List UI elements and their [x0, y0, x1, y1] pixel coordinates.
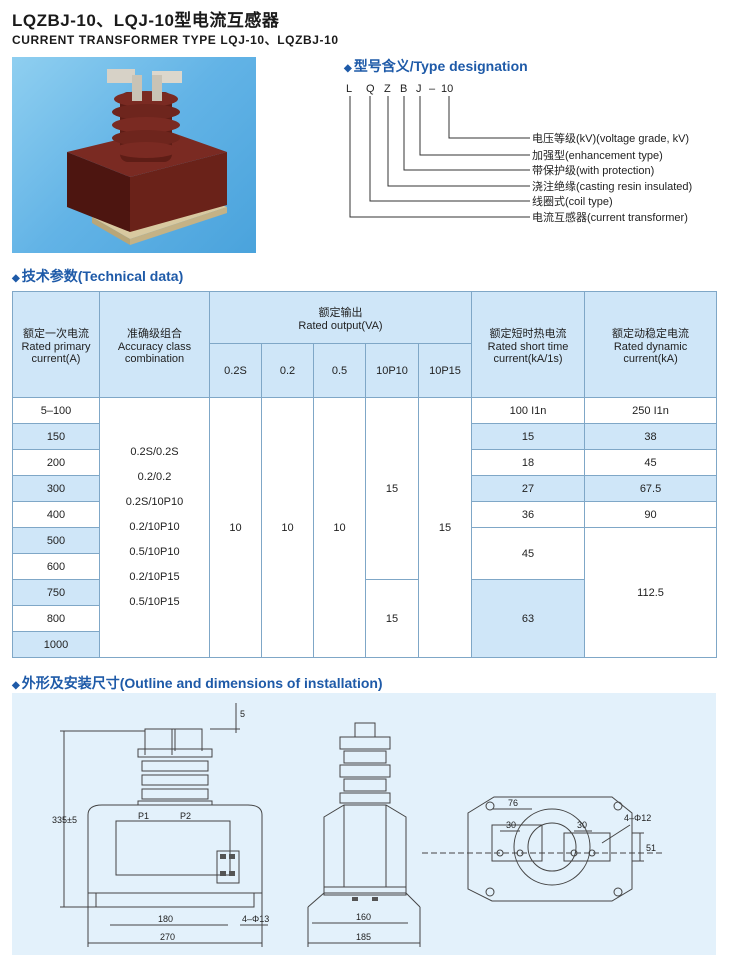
- dim-51: 51: [646, 843, 656, 853]
- dynamic-value: 38: [584, 423, 718, 450]
- thermal-value: 100 I1n: [471, 397, 586, 424]
- dim-185: 185: [356, 932, 371, 942]
- outline-heading: ◆外形及安装尺寸(Outline and dimensions of insta…: [12, 675, 383, 691]
- table-row-current: 750: [12, 579, 100, 606]
- designation-enhancement: 加强型(enhancement type): [532, 148, 663, 162]
- thermal-value: 15: [471, 423, 586, 450]
- dimension-drawing-svg: 5 335±5 P1 P2 180 270 4–Φ13 160 185 76 3…: [52, 703, 662, 947]
- technical-data-heading: ◆技术参数(Technical data): [12, 268, 184, 284]
- designation-code: L Q Z B J – 10: [346, 83, 453, 95]
- dynamic-value: 45: [584, 449, 718, 476]
- designation-diagram: L Q Z B J – 10 电压等级(kV)(voltage grade, k…: [346, 83, 692, 224]
- output-0-5-value: 10: [313, 397, 366, 658]
- outline-drawing: 5 335±5 P1 P2 180 270 4–Φ13 160 185 76 3…: [12, 693, 716, 955]
- header-output-10p10: 10P10: [365, 343, 419, 398]
- code-letter-z: Z: [384, 83, 391, 95]
- side-view: [307, 722, 421, 947]
- thermal-value: 63: [471, 579, 586, 658]
- plan-view: [467, 796, 644, 902]
- thermal-value: 18: [471, 449, 586, 476]
- table-row-current: 600: [12, 553, 100, 580]
- diamond-bullet-icon: ◆: [344, 63, 352, 74]
- output-10p10-value-a: 15: [365, 397, 419, 580]
- thermal-value: 27: [471, 475, 586, 502]
- table-row-current: 150: [12, 423, 100, 450]
- code-letter-b: B: [400, 83, 407, 95]
- code-letter-j: J: [416, 83, 422, 95]
- label-p1: P1: [138, 811, 149, 821]
- table-row-current: 200: [12, 449, 100, 476]
- designation-leader-lines: [349, 96, 530, 218]
- table-row-current: 500: [12, 527, 100, 554]
- label-p2: P2: [180, 811, 191, 821]
- thermal-value: 45: [471, 527, 586, 580]
- designation-protection: 带保护级(with protection): [532, 163, 654, 177]
- diamond-bullet-icon: ◆: [12, 273, 20, 284]
- thermal-value: 36: [471, 501, 586, 528]
- table-row-current: 5–100: [12, 397, 100, 424]
- dim-160: 160: [356, 912, 371, 922]
- page-subtitle: CURRENT TRANSFORMER TYPE LQJ-10、LQZBJ-10: [12, 33, 339, 47]
- header-output-0-5: 0.5: [313, 343, 366, 398]
- terminal-blocks: [220, 854, 378, 901]
- output-0-2s-value: 10: [209, 397, 262, 658]
- dim-top: 5: [240, 709, 245, 719]
- type-designation-heading: ◆型号含义/Type designation: [344, 58, 528, 74]
- page-title: LQZBJ-10、LQJ-10型电流互感器: [12, 11, 280, 30]
- dim-270: 270: [160, 932, 175, 942]
- code-letter-l: L: [346, 83, 352, 95]
- header-output-0-2s: 0.2S: [209, 343, 262, 398]
- designation-casting: 浇注绝缘(casting resin insulated): [532, 179, 692, 193]
- dynamic-value: 250 I1n: [584, 397, 718, 424]
- front-view: [60, 703, 268, 947]
- dynamic-value: 90: [584, 501, 718, 528]
- output-10p10-value-b: 15: [365, 579, 419, 658]
- table-row-current: 400: [12, 501, 100, 528]
- output-0-2-value: 10: [261, 397, 314, 658]
- dim-holes-13: 4–Φ13: [242, 914, 269, 924]
- header-output-0-2: 0.2: [261, 343, 314, 398]
- designation-voltage: 电压等级(kV)(voltage grade, kV): [532, 131, 689, 145]
- dim-180: 180: [158, 914, 173, 924]
- designation-ct: 电流互感器(current transformer): [532, 210, 688, 224]
- dim-30-right: 30: [577, 820, 587, 830]
- code-dash: –: [429, 83, 436, 95]
- dim-holes-12: 4–Φ12: [624, 813, 651, 823]
- product-photo: [12, 57, 256, 253]
- dynamic-value: 67.5: [584, 475, 718, 502]
- output-10p15-value: 15: [417, 397, 473, 658]
- table-row-current: 300: [12, 475, 100, 502]
- header-output-10p15: 10P15: [417, 343, 473, 398]
- current-transformer-image: [67, 69, 227, 245]
- table-row-current: 800: [12, 605, 100, 632]
- dim-height: 335±5: [52, 815, 77, 825]
- code-letter-q: Q: [366, 83, 375, 95]
- dim-30-left: 30: [506, 820, 516, 830]
- designation-coil: 线圈式(coil type): [532, 194, 613, 208]
- table-row-current: 1000: [12, 631, 100, 658]
- dynamic-value: 112.5: [584, 527, 718, 658]
- code-voltage: 10: [441, 83, 453, 95]
- diamond-bullet-icon: ◆: [12, 680, 20, 691]
- dim-76: 76: [508, 798, 518, 808]
